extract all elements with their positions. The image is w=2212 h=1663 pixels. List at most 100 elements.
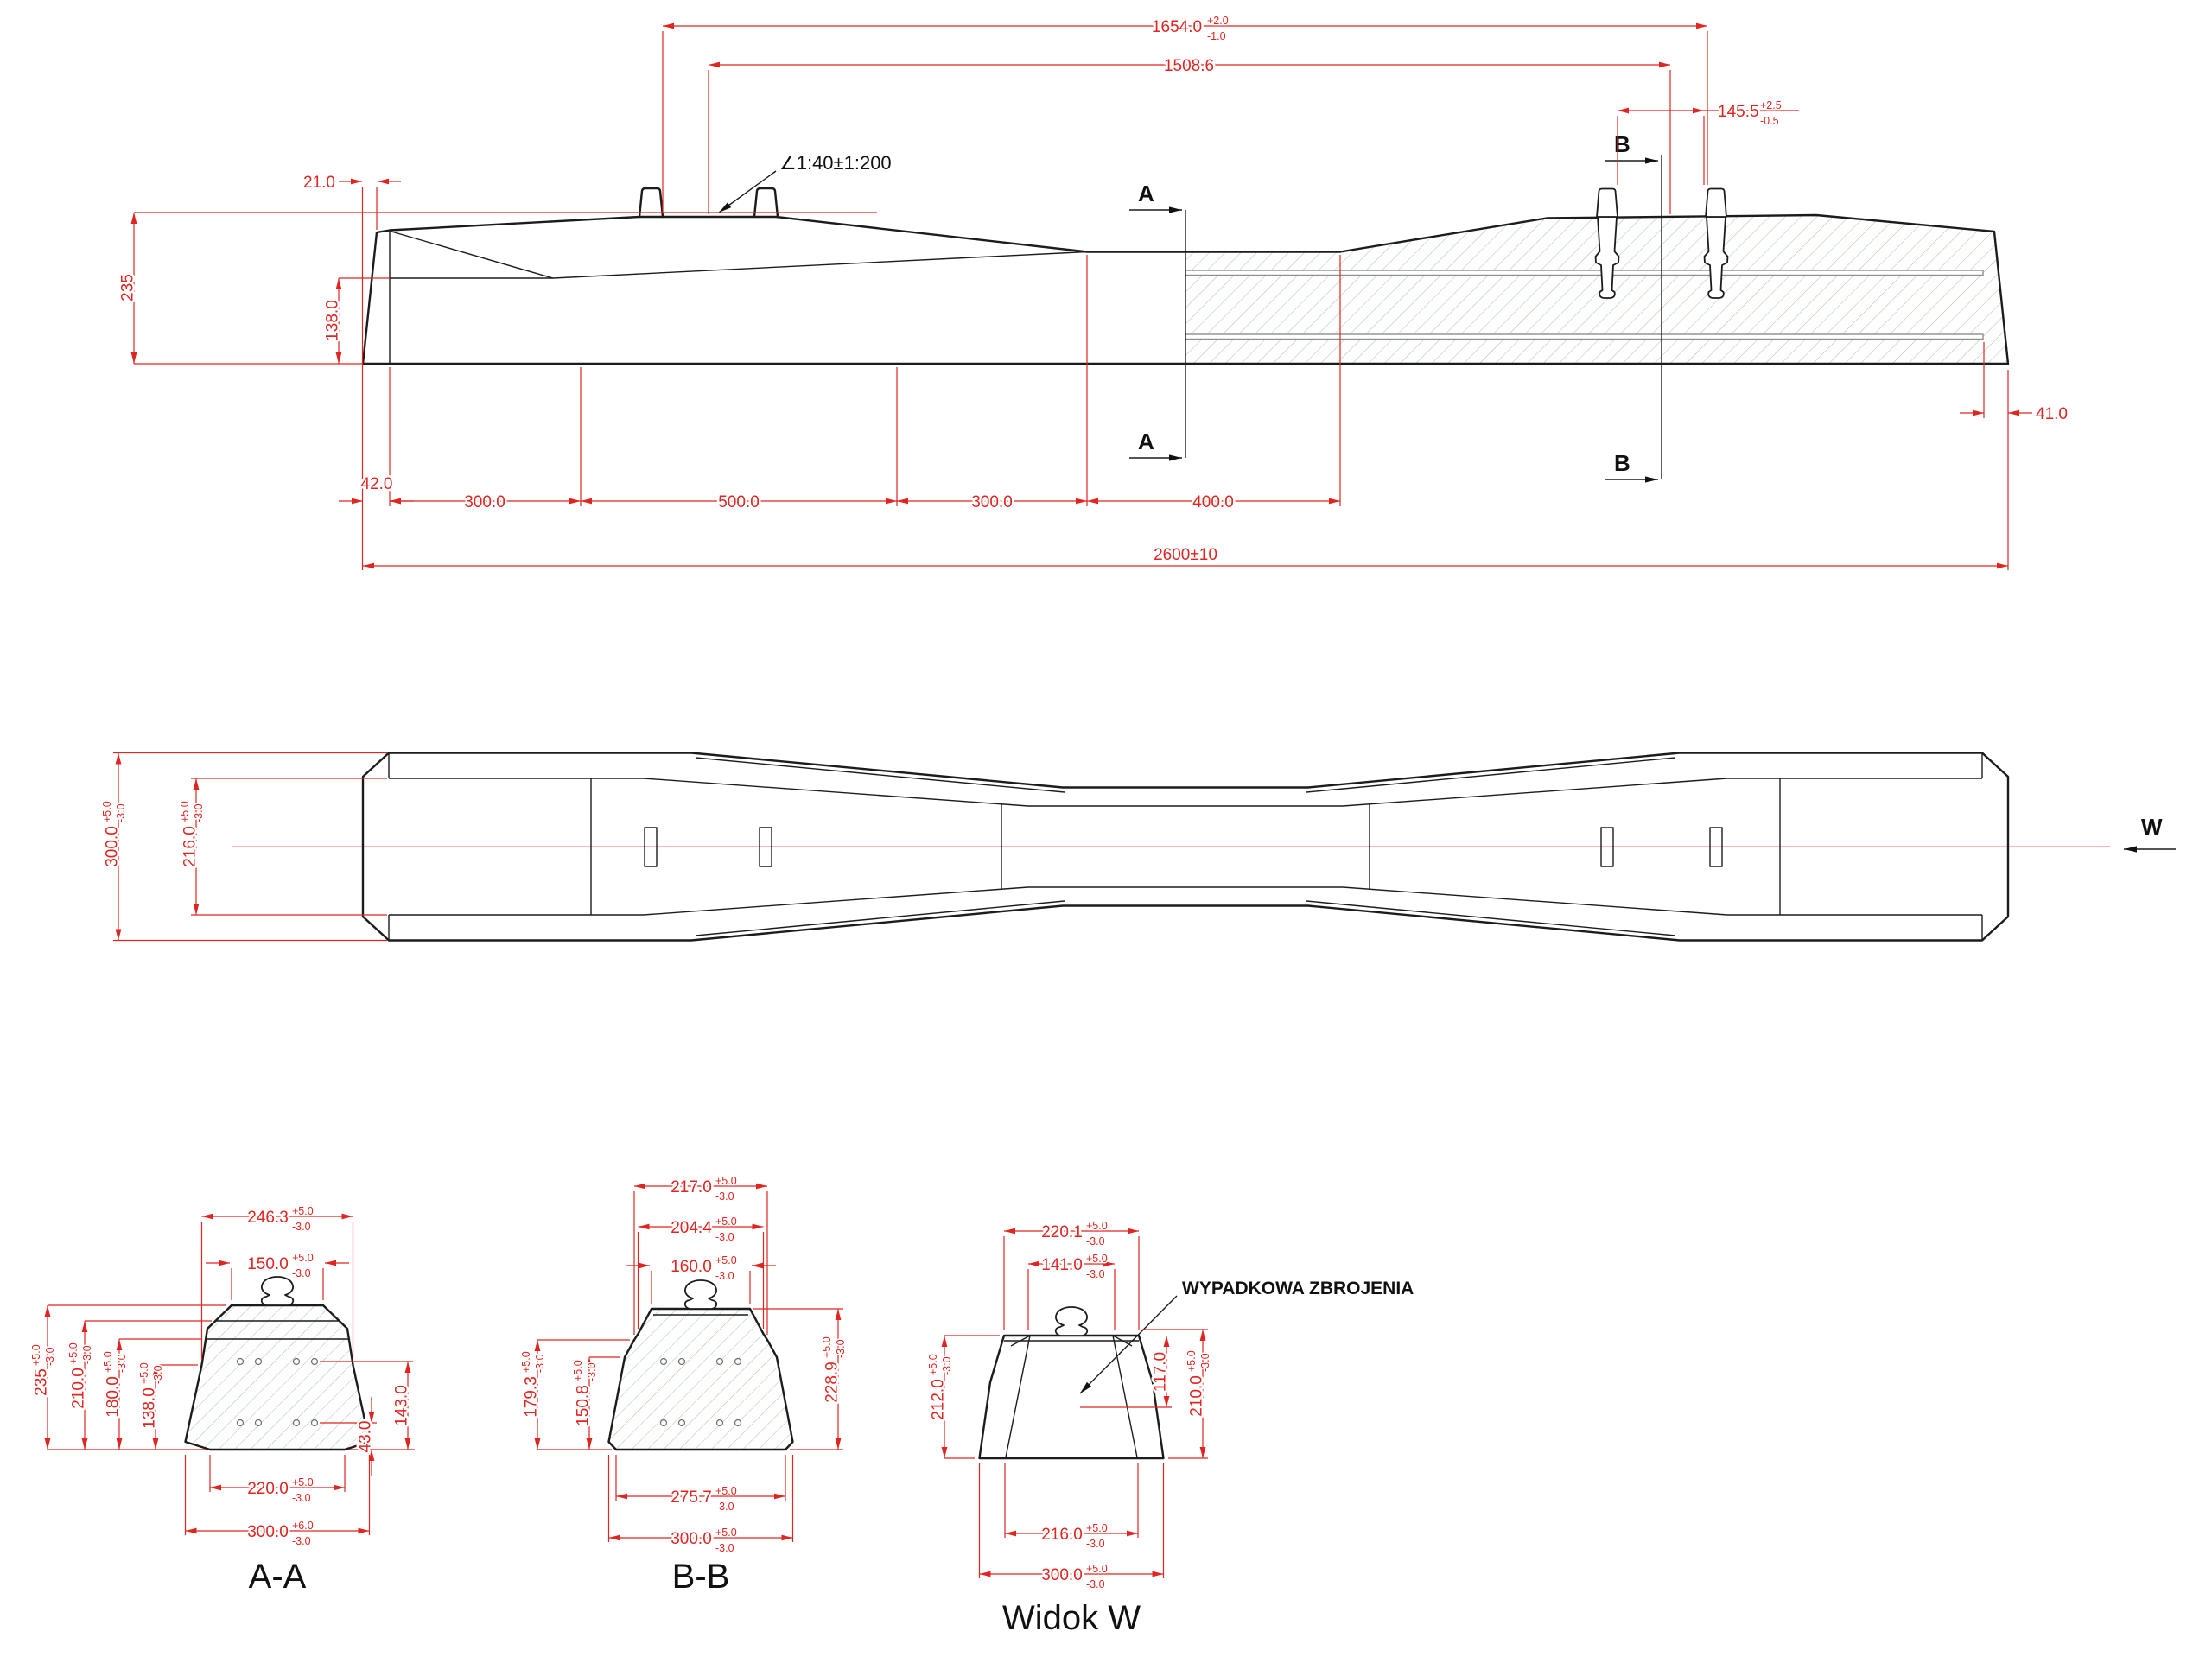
side-view: A A B B ∠1:40±1:200	[117, 14, 2069, 570]
w-chamfer-left	[1010, 1335, 1031, 1347]
section-bb: 217.0 +5.0 -3.0 204.4 +5.0 -3.0 160.0 +5…	[519, 1174, 849, 1598]
svg-text:-3.0: -3.0	[292, 1492, 311, 1504]
svg-text:-3.0: -3.0	[1086, 1578, 1105, 1590]
svg-text:300.0: 300.0	[1041, 1566, 1083, 1584]
svg-text:-3.0: -3.0	[292, 1221, 311, 1233]
svg-text:246.3: 246.3	[247, 1209, 289, 1227]
svg-text:138.0: 138.0	[324, 300, 342, 341]
w-annotation: WYPADKOWA ZBROJENIA	[1079, 1277, 1415, 1394]
svg-text:+5.0: +5.0	[715, 1216, 737, 1228]
w-dim-220: 220.1 +5.0 -3.0	[1004, 1219, 1139, 1249]
svg-text:+5.0: +5.0	[572, 1360, 584, 1381]
svg-text:1654.0: 1654.0	[1152, 18, 1202, 36]
dowel-slot-4	[1709, 827, 1723, 867]
svg-text:+5.0: +5.0	[927, 1354, 939, 1375]
svg-text:2600±10: 2600±10	[1154, 546, 1217, 564]
plan-outline	[361, 752, 2010, 942]
svg-text:+5.0: +5.0	[821, 1336, 833, 1358]
svg-text:-3.0: -3.0	[44, 1347, 56, 1366]
w-annotation-label: WYPADKOWA ZBROJENIA	[1182, 1279, 1414, 1298]
svg-text:300.0: 300.0	[247, 1523, 289, 1541]
aa-insert-profile	[260, 1276, 295, 1306]
bb-dim-275: 275.7 +5.0 -3.0	[616, 1484, 785, 1514]
svg-text:+5.0: +5.0	[1086, 1220, 1108, 1232]
dim-145: 145.5 +2.5 -0.5	[1618, 98, 1799, 129]
w-insert-profile	[1054, 1306, 1089, 1336]
view-w: WYPADKOWA ZBROJENIA 220.1 +5.0 -3.0 141.…	[926, 1219, 1416, 1640]
svg-text:216.0: 216.0	[181, 826, 200, 867]
dim-235: 235	[117, 213, 139, 364]
svg-text:+5.0: +5.0	[1086, 1253, 1108, 1265]
w-outline	[978, 1334, 1165, 1460]
plan-chamfer-t-left	[695, 757, 1065, 793]
svg-text:-3.0: -3.0	[534, 1354, 546, 1373]
svg-text:210.0: 210.0	[1188, 1375, 1206, 1417]
svg-text:212.0: 212.0	[930, 1379, 948, 1420]
svg-text:-3.0: -3.0	[1199, 1353, 1211, 1372]
svg-text:+5.0: +5.0	[715, 1527, 737, 1539]
svg-text:-1.0: -1.0	[1207, 30, 1226, 42]
aa-dim-210: 210.0 +5.0 -3.0	[67, 1321, 95, 1450]
sleeper-outline	[361, 213, 2010, 365]
dim-1654: 1654.0 +2.0 -1.0	[663, 14, 1707, 44]
svg-text:+5.0: +5.0	[1086, 1522, 1108, 1534]
svg-text:+5.0: +5.0	[102, 1351, 114, 1373]
svg-text:-3.0: -3.0	[715, 1231, 734, 1243]
bb-dim-228: 228.9 +5.0 -3.0	[820, 1309, 849, 1450]
svg-text:400.0: 400.0	[1192, 493, 1234, 511]
top-chamfer-diagonal	[391, 231, 554, 279]
svg-text:-3.0: -3.0	[1086, 1538, 1105, 1550]
dowel-slot-3	[1600, 827, 1614, 867]
bb-dim-300: 300.0 +5.0 -3.0	[608, 1526, 793, 1556]
aa-dim-143: 143.0	[391, 1362, 413, 1450]
svg-text:-3.0: -3.0	[1086, 1268, 1105, 1280]
svg-text:+5.0: +5.0	[1086, 1563, 1108, 1575]
aa-outline	[184, 1304, 371, 1451]
svg-text:-3.0: -3.0	[715, 1190, 734, 1203]
w-dim-141: 141.0 +5.0 -3.0	[1028, 1252, 1115, 1282]
svg-text:+5.0: +5.0	[715, 1175, 737, 1187]
svg-text:-3.0: -3.0	[835, 1339, 847, 1358]
w-dim-210: 210.0 +5.0 -3.0	[1185, 1330, 1213, 1458]
dowel-cap-left-2	[753, 187, 779, 219]
svg-text:141.0: 141.0	[1041, 1256, 1083, 1274]
svg-text:179.3: 179.3	[523, 1376, 541, 1418]
dim-41: 41.0	[1960, 403, 2069, 426]
svg-text:180.0: 180.0	[105, 1376, 123, 1418]
bb-title: B-B	[672, 1558, 730, 1596]
svg-text:138.0: 138.0	[141, 1387, 159, 1429]
dim-138: 138.0	[321, 278, 344, 364]
svg-text:1508.6: 1508.6	[1164, 57, 1214, 75]
svg-text:+6.0: +6.0	[292, 1520, 314, 1532]
aa-dim-150: 150.0 +5.0 -3.0	[206, 1251, 349, 1281]
svg-text:42.0: 42.0	[361, 475, 393, 493]
svg-text:300.0: 300.0	[104, 826, 122, 867]
svg-text:-3.0: -3.0	[1086, 1235, 1105, 1247]
svg-text:-3.0: -3.0	[715, 1270, 734, 1282]
svg-text:-3.0: -3.0	[941, 1356, 953, 1375]
plan-chamfer-b-right	[1306, 900, 1676, 936]
view-w-arrow: W	[2124, 812, 2176, 853]
svg-text:150.8: 150.8	[575, 1385, 593, 1426]
aa-dim-220: 220.0 +5.0 -3.0	[210, 1476, 345, 1506]
dowel-sectioned-1	[1594, 187, 1620, 299]
svg-text:210.0: 210.0	[70, 1368, 88, 1409]
waist-taper-line	[552, 251, 1088, 279]
aa-dim-235: 235 +5.0 -3.0	[29, 1305, 58, 1450]
svg-text:300.0: 300.0	[971, 493, 1013, 511]
section-aa: 246.3 +5.0 -3.0 150.0 +5.0 -3.0 235 +5.0…	[29, 1204, 415, 1597]
bb-strand-circles	[659, 1357, 742, 1427]
w-dim-212: 212.0 +5.0 -3.0	[926, 1336, 955, 1458]
svg-text:-3.0: -3.0	[152, 1365, 164, 1384]
svg-text:235: 235	[33, 1368, 51, 1396]
bb-dim-204: 204.4 +5.0 -3.0	[638, 1215, 764, 1245]
dim-chain: 42.0 300.0 500.0 300.0 400.0	[339, 473, 1340, 514]
w-title: Widok W	[1002, 1599, 1141, 1637]
section-hatch-region	[1185, 215, 2008, 364]
section-label-a-bottom: A	[1138, 428, 1154, 454]
section-line-a: A A	[1129, 179, 1186, 461]
aa-dim-138: 138.0 +5.0 -3.0	[137, 1362, 166, 1450]
svg-text:145.5: 145.5	[1718, 103, 1759, 121]
svg-text:21.0: 21.0	[303, 174, 335, 192]
